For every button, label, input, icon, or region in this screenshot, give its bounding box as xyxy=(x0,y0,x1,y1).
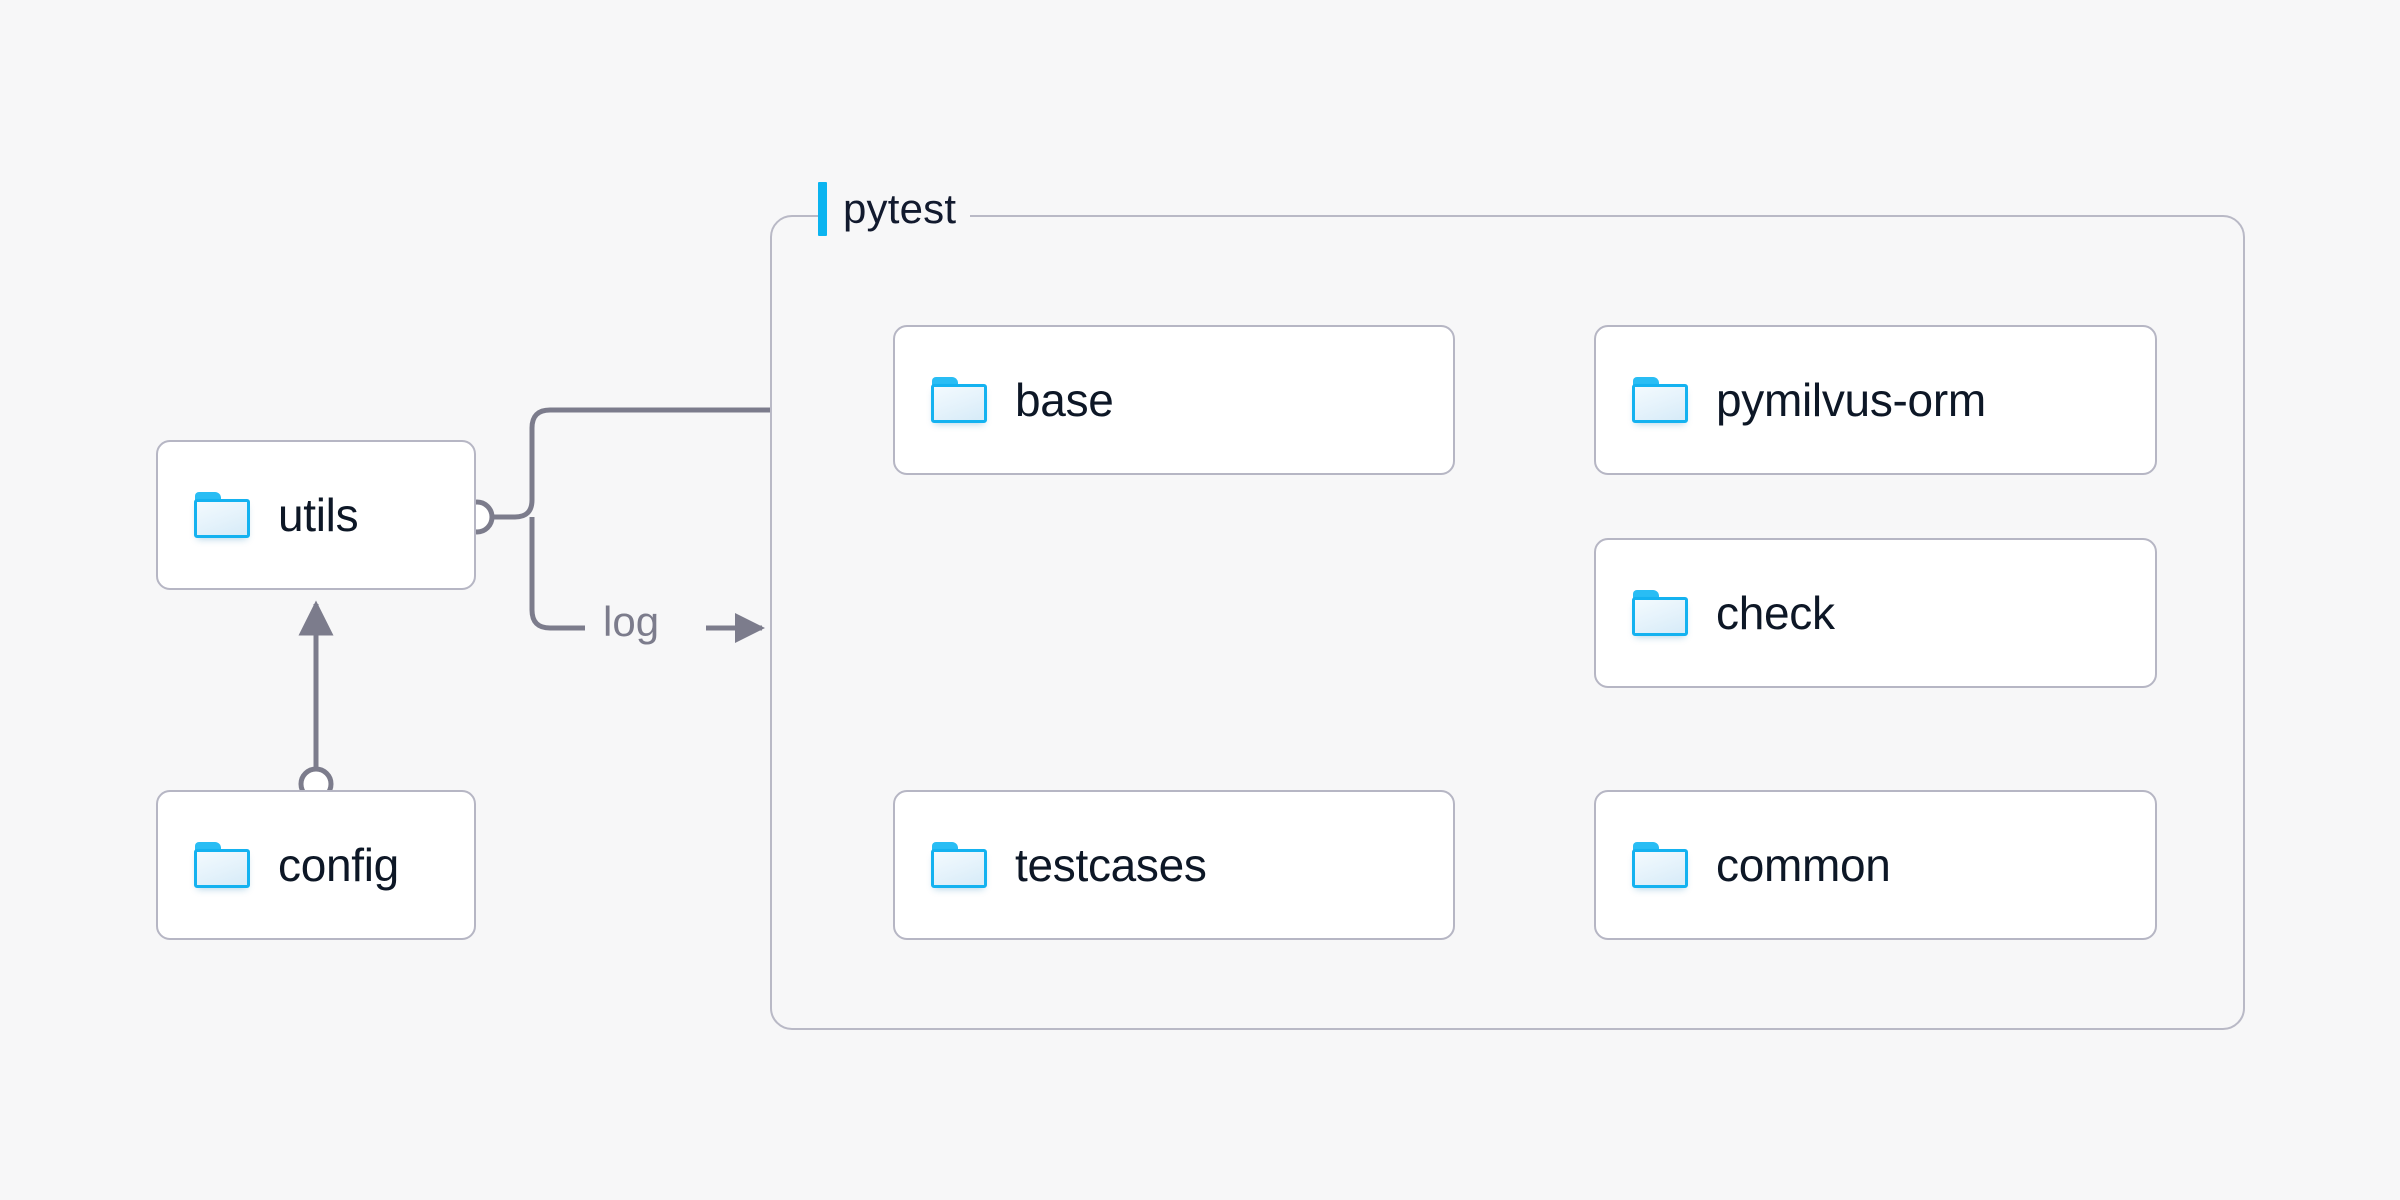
folder-icon xyxy=(194,492,250,538)
node-label: config xyxy=(278,839,399,891)
node-pymilvus-orm[interactable]: pymilvus-orm xyxy=(1594,325,2157,475)
group-title: pytest xyxy=(843,185,957,232)
folder-icon xyxy=(1632,590,1688,636)
node-config[interactable]: config xyxy=(156,790,476,940)
node-testcases[interactable]: testcases xyxy=(893,790,1455,940)
group-accent-bar xyxy=(818,182,827,236)
folder-icon xyxy=(931,377,987,423)
node-label: common xyxy=(1716,839,1891,891)
folder-icon xyxy=(1632,842,1688,888)
node-label: check xyxy=(1716,587,1835,639)
node-label: testcases xyxy=(1015,839,1207,891)
node-base[interactable]: base xyxy=(893,325,1455,475)
folder-icon xyxy=(194,842,250,888)
folder-icon xyxy=(1632,377,1688,423)
node-label: base xyxy=(1015,374,1114,426)
node-label: pymilvus-orm xyxy=(1716,374,1986,426)
node-utils[interactable]: utils xyxy=(156,440,476,590)
node-check[interactable]: check xyxy=(1594,538,2157,688)
folder-icon xyxy=(931,842,987,888)
node-label: utils xyxy=(278,489,359,541)
group-label-pytest: pytest xyxy=(818,178,971,240)
node-common[interactable]: common xyxy=(1594,790,2157,940)
edge-config-to-utils xyxy=(298,600,334,802)
edge-label-log: log xyxy=(603,598,660,645)
